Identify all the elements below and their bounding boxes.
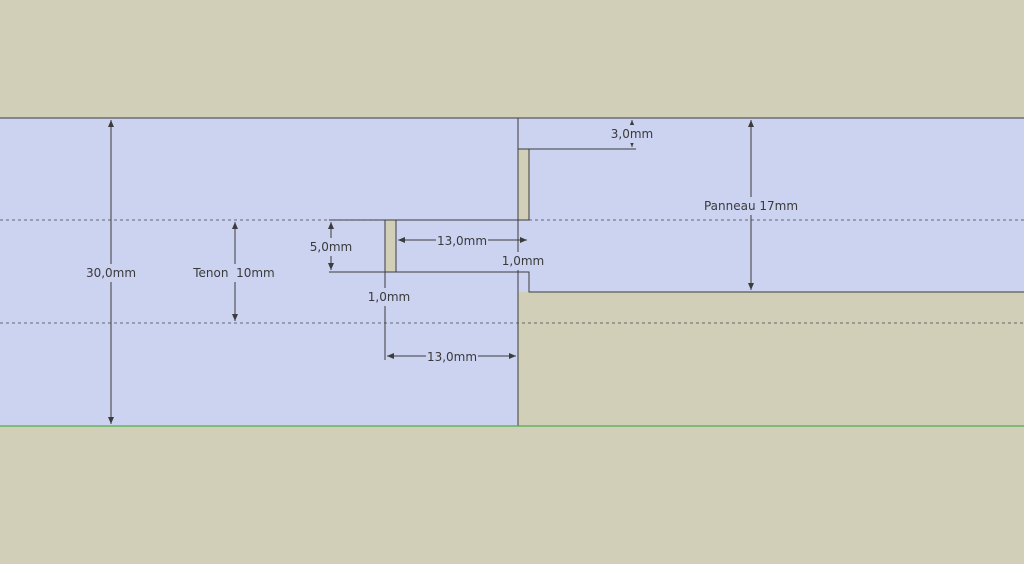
guide-lines: [0, 219, 1024, 324]
label-tenon: Tenon 10mm: [192, 266, 275, 280]
label-slot-height: 5,0mm: [310, 240, 352, 254]
label-backgrounds: [86, 125, 796, 366]
label-slot-width: 1,0mm: [368, 290, 410, 304]
label-panel: Panneau 17mm: [704, 199, 798, 213]
label-step-width: 1,0mm: [502, 254, 544, 268]
panel-gap: [517, 148, 530, 221]
label-total-height: 30,0mm: [86, 266, 136, 280]
label-panel-offset: 3,0mm: [611, 127, 653, 141]
groove-slot: [384, 219, 397, 273]
label-tenon-depth: 13,0mm: [427, 350, 477, 364]
label-tenon-length: 13,0mm: [437, 234, 487, 248]
